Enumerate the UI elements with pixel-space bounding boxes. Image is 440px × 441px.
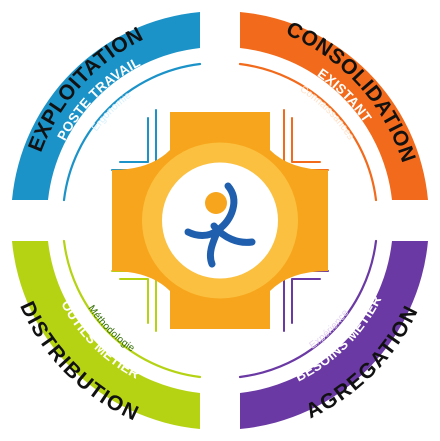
inner-arc-bottom-left [62,239,202,379]
inner-arc-top-left [62,62,202,202]
connector-top-right [283,109,329,171]
connector-bottom-left [111,270,157,332]
connector-bottom-right [283,270,329,332]
quadrant-band-top-left [12,12,200,200]
connector-top-left [111,109,157,171]
quadrant-band-top-right [240,12,428,200]
inner-arc-bottom-right [238,239,378,379]
outer-label-exploitation: EXPLOITATION [24,23,147,155]
quadrant-band-bottom-left [12,241,200,429]
quadrant-band-bottom-right [240,241,428,429]
inner-arc-top-right [238,62,378,202]
center-emblem [112,112,328,329]
person-figure-icon [184,182,256,268]
